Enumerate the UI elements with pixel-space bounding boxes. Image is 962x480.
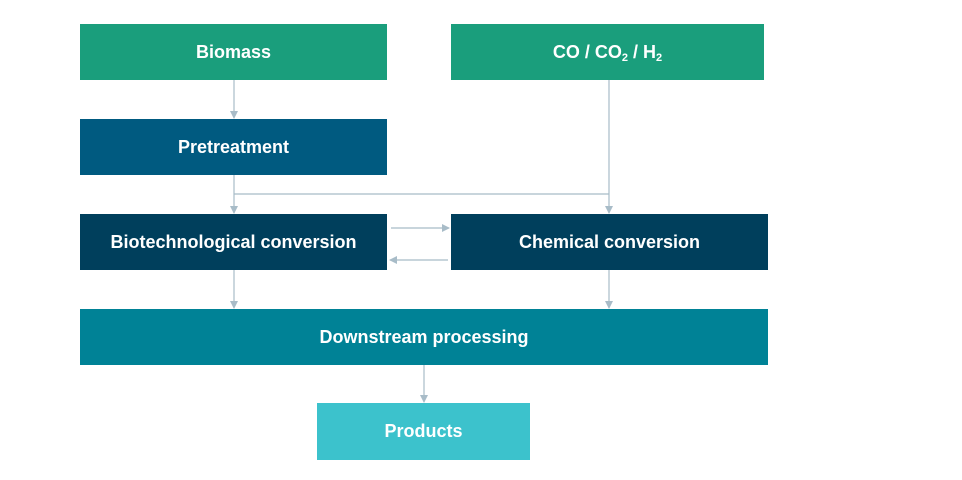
biomass-label: Biomass [195, 41, 272, 62]
downstream-processing-label: Downstream processing [319, 326, 529, 347]
biomass-node: Biomass [80, 24, 387, 80]
gases-label-h: / H [628, 41, 657, 62]
gases-label-co: CO / CO [552, 41, 622, 62]
products-node: Products [317, 403, 530, 460]
downstream-processing-node: Downstream processing [80, 309, 768, 365]
h2-subscript: 2 [656, 51, 663, 64]
co2-subscript: 2 [621, 51, 628, 64]
chemical-conversion-node: Chemical conversion [451, 214, 768, 270]
pretreatment-node: Pretreatment [80, 119, 387, 175]
biotechnological-conversion-label: Biotechnological conversion [110, 231, 357, 252]
gases-label: CO / CO2 / H2 [552, 41, 663, 64]
gases-node: CO / CO2 / H2 [451, 24, 764, 80]
chemical-conversion-label: Chemical conversion [518, 231, 701, 252]
biotechnological-conversion-node: Biotechnological conversion [80, 214, 387, 270]
pretreatment-label: Pretreatment [177, 136, 290, 157]
products-label: Products [384, 421, 463, 441]
